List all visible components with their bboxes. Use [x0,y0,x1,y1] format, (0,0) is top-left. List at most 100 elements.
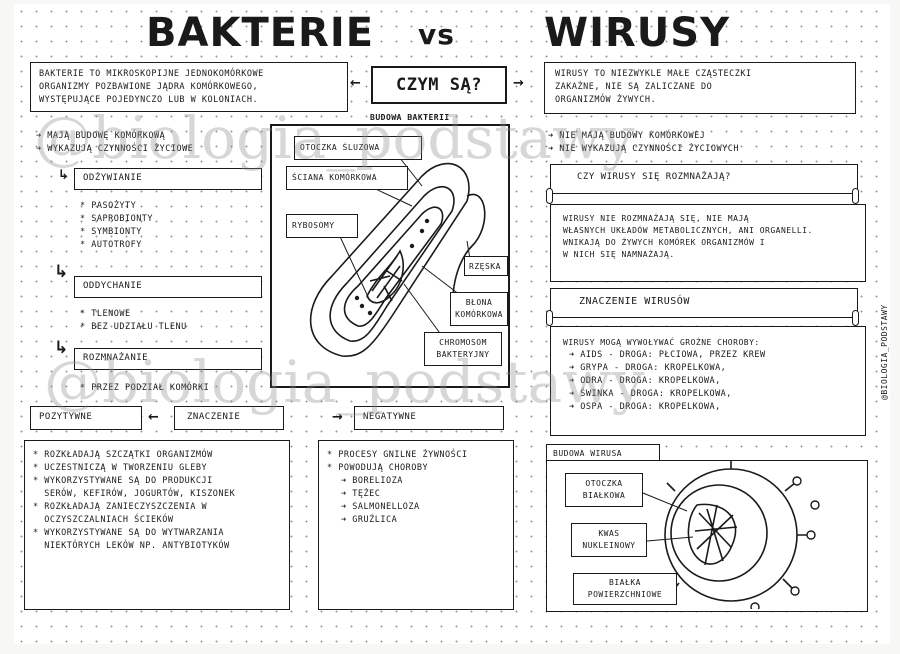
bacteria-intro-line: MAJĄ BUDOWĘ KOMÓRKOWĄ [47,131,166,141]
answer-line: W NICH SIĘ NAMNAŻAJĄ. [563,250,675,259]
side-credit: @biologia_podstawy [880,304,889,400]
virus-significance-box: WIRUSY MOGĄ WYWOŁYWAĆ GROŹNE CHOROBY: ➜ … [550,326,866,436]
list-item: * BEZ UDZIAŁU TLENU [80,322,187,332]
list-item: ➜ BORELIOZA [341,476,403,486]
virus-def-line: WIRUSY TO NIEZWYKLE MAŁE CZĄSTECZKI [555,69,752,79]
virus-capsid [670,484,768,582]
virus-envelope [664,468,798,602]
label-sciana: ŚCIANA KOMÓRKOWA [286,166,408,190]
virus-def-line: ZAKAŹNE, NIE SĄ ZALICZANE DO [555,82,713,92]
label-rybosomy: RYBOSOMY [286,214,358,238]
significance-intro: WIRUSY MOGĄ WYWOŁYWAĆ GROŹNE CHOROBY: [563,338,760,347]
nucleic-acid-loop [687,503,737,565]
rozmnazanie-box: ROZMNAŻANIE [74,348,262,370]
bacteria-def-line: BAKTERIE TO MIKROSKOPIJNE JEDNOKOMÓRKOWE [39,69,264,79]
list-item: ➜ SALMONELLOZA [341,502,420,512]
list-item: ➜ GRUŹLICA [341,515,398,525]
odzywianie-list: * PASOŻYTY * SAPROBIONTY * SYMBIONTY * A… [80,200,153,252]
title-wirusy: WIRUSY [544,10,731,56]
title-bakterie: BAKTERIE [146,10,375,56]
notebook-page: BAKTERIE vs WIRUSY CZYM SĄ? ← → BAKTERIE… [14,4,890,644]
nucleic-acid-strands [694,504,738,566]
bend-arrow-icon: ↳ [54,262,69,282]
odzywianie-box: ODŻYWIANIE [74,168,262,190]
bacteria-structure-title: BUDOWA BAKTERII [370,113,450,122]
bacteria-def-line: ORGANIZMY POZBAWIONE JĄDRA KOMÓRKOWEGO, [39,82,259,92]
negative-box: * PROCESY GNILNE ŻYWNOŚCI * POWODUJĄ CHO… [318,440,514,610]
bacterium-drawing [309,147,486,357]
list-item: * ROZKŁADAJĄ ZANIECZYSZCZENIA W [33,502,208,512]
reproduce-question-banner: CZY WIRUSY SIĘ ROZMNAŻAJĄ? [550,164,858,194]
list-item: NIEKTÓRYCH LEKÓW NP. ANTYBIOTYKÓW [44,541,230,551]
cell-membrane-outline [343,206,444,327]
label-otoczka: OTOCZKA ŚLUZOWA [294,136,422,160]
list-item: * TLENOWE [80,309,131,319]
list-item: * WYKORZYSTYWANE SĄ DO PRODUKCJI [33,476,213,486]
pin-icon [852,310,859,326]
rozmnazanie-list: * PRZEZ PODZIAŁ KOMÓRKI [80,382,209,395]
arrow-left-icon: ← [148,410,159,425]
answer-line: WŁASNYCH UKŁADÓW METABOLICZNYCH, ANI ORG… [563,226,813,235]
arrow-left-icon: ← [350,76,361,91]
list-item: ➜ TĘŻEC [341,489,381,499]
virus-significance-banner: ZNACZENIE WIRUSÓW [550,288,858,318]
list-item: ➜ ODRA - DROGA: KROPELKOWA, [569,376,721,386]
title-vs: vs [418,18,455,51]
bacteria-def-line: WYSTĘPUJĄCE POJEDYNCZO LUB W KOLONIACH. [39,95,259,105]
arrow-right-icon: → [332,410,343,425]
list-item: OCZYSZCZALNIACH ŚCIEKÓW [44,515,174,525]
list-item: ➜ ŚWINKA - DROGA: KROPELKOWA, [569,389,732,399]
chromosome-lines [369,255,403,302]
list-item: SERÓW, KEFIRÓW, JOGURTÓW, KISZONEK [44,489,236,499]
list-item: ➜ AIDS - DROGA: PŁCIOWA, PRZEZ KREW [569,350,766,360]
capsule-outline [309,162,470,357]
bacteria-definition-box: BAKTERIE TO MIKROSKOPIJNE JEDNOKOMÓRKOWE… [30,62,348,112]
list-item: * SYMBIONTY [80,227,142,237]
virus-intro: ➜ NIE MAJĄ BUDOWY KOMÓRKOWEJ ➜ NIE WYKAZ… [548,131,740,154]
answer-line: WIRUSY NIE ROZMNAŻAJĄ SIĘ, NIE MAJĄ [563,214,750,223]
positive-label-box: POZYTYWNE [30,406,142,430]
disease-list: ➜ AIDS - DROGA: PŁCIOWA, PRZEZ KREW ➜ GR… [569,349,853,414]
negative-list: * PROCESY GNILNE ŻYWNOŚCI * POWODUJĄ CHO… [327,449,505,527]
chromosome-shape [366,249,404,304]
oddychanie-list: * TLENOWE * BEZ UDZIAŁU TLENU [80,308,187,334]
bacteria-diagram-frame: OTOCZKA ŚLUZOWA ŚCIANA KOMÓRKOWA RYBOSOM… [270,124,510,388]
list-item: * PASOŻYTY [80,201,137,211]
list-item: * PROCESY GNILNE ŻYWNOŚCI [327,450,468,460]
list-item: ➜ GRYPA - DROGA: KROPELKOWA, [569,363,727,373]
question-box: CZYM SĄ? [371,66,507,104]
oddychanie-box: ODDYCHANIE [74,276,262,298]
list-item: * SAPROBIONTY [80,214,154,224]
virus-intro-line: NIE WYKAZUJĄ CZYNNOŚCI ŻYCIOWYCH [559,144,740,154]
virus-intro-line: NIE MAJĄ BUDOWY KOMÓRKOWEJ [559,131,706,141]
list-item: * POWODUJĄ CHOROBY [327,463,429,473]
virus-definition-box: WIRUSY TO NIEZWYKLE MAŁE CZĄSTECZKI ZAKA… [544,62,856,114]
list-item: * WYKORZYSTYWANE SĄ DO WYTWARZANIA [33,528,225,538]
list-item: * ROZKŁADAJĄ SZCZĄTKI ORGANIZMÓW [33,450,213,460]
ribosomes [354,218,430,316]
surface-spike-stems [666,459,809,594]
pin-icon [852,188,859,204]
list-item: * UCZESTNICZĄ W TWORZENIU GLEBY [33,463,208,473]
cell-wall-outline [329,185,455,342]
arrow-right-icon: → [513,76,524,91]
positive-list: * ROZKŁADAJĄ SZCZĄTKI ORGANIZMÓW * UCZES… [33,449,281,553]
pin-icon [546,188,553,204]
virus-drawing [642,459,820,612]
significance-label-box: ZNACZENIE [174,406,284,430]
list-item: * PRZEZ PODZIAŁ KOMÓRKI [80,383,210,393]
negative-label-box: NEGATYWNE [354,406,504,430]
pin-icon [546,310,553,326]
reproduce-answer-box: WIRUSY NIE ROZMNAŻAJĄ SIĘ, NIE MAJĄ WŁAS… [550,204,866,282]
positive-box: * ROZKŁADAJĄ SZCZĄTKI ORGANIZMÓW * UCZES… [24,440,290,610]
list-item: ➜ OSPA - DROGA: KROPELKOWA, [569,402,721,412]
bend-arrow-icon: ↳ [54,338,69,358]
bacteria-intro-line: WYKAZUJĄ CZYNNOŚCI ŻYCIOWE [47,144,194,154]
bend-arrow-icon: ↳ [58,168,69,183]
